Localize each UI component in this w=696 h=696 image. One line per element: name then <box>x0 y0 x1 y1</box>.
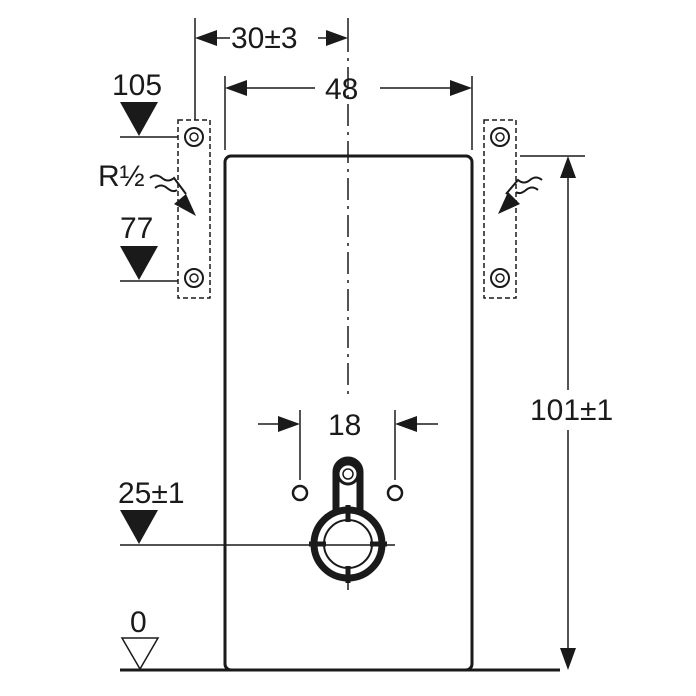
arrow-101-top <box>560 156 576 178</box>
water-supply-arrow-right <box>498 176 543 214</box>
dim-30-label: 30±3 <box>231 22 298 55</box>
drain-outlet <box>309 505 387 583</box>
dim-48-label: 48 <box>325 73 358 106</box>
level-0-triangle <box>120 637 160 671</box>
level-25-label: 25±1 <box>118 477 185 510</box>
level-105-label: 105 <box>112 69 162 102</box>
bracket-left <box>177 119 211 299</box>
water-supply-arrow-left <box>149 174 196 216</box>
level-77-triangle <box>120 246 158 280</box>
bolt-hole-right <box>386 484 404 502</box>
bolt-hole-left <box>291 484 309 502</box>
arrow-101-bottom <box>560 648 576 670</box>
bracket-right <box>483 119 517 299</box>
level-77-label: 77 <box>120 212 153 245</box>
pipe-thread-label: R½ <box>98 160 145 193</box>
level-25-triangle <box>120 510 158 544</box>
dim-18-label: 18 <box>328 409 361 442</box>
dim-101-label: 101±1 <box>530 394 613 427</box>
arrow-48-left <box>225 80 247 96</box>
arrow-48-right <box>450 80 472 96</box>
arrow-30-right <box>326 30 348 46</box>
flush-pipe <box>332 456 364 518</box>
level-105-triangle <box>120 102 158 136</box>
arrow-18-right <box>395 416 417 432</box>
arrow-18-left <box>278 416 300 432</box>
arrow-30-left <box>195 30 217 46</box>
level-0-label: 0 <box>130 606 147 639</box>
